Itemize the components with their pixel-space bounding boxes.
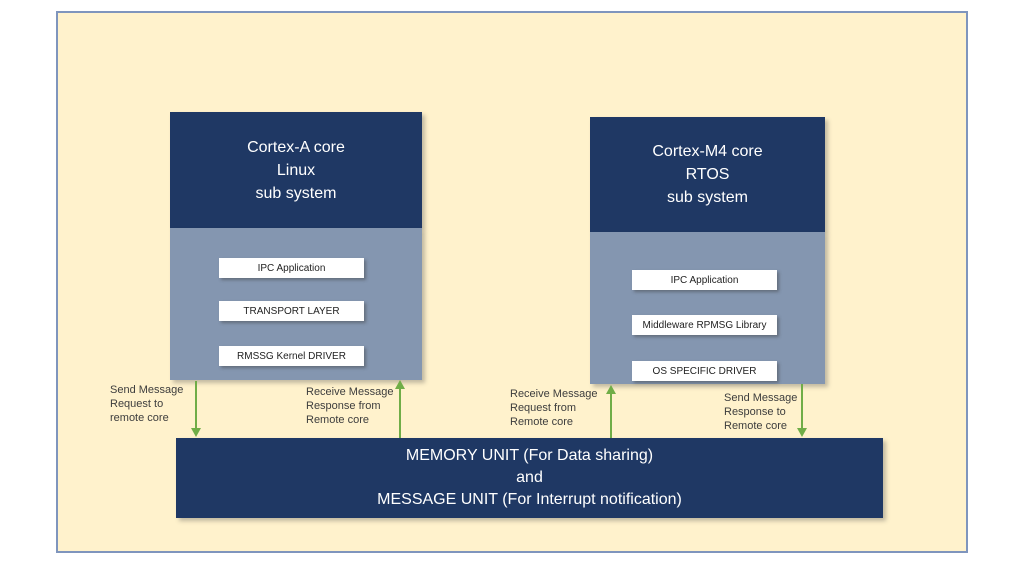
- cortex-a-title-line: sub system: [255, 184, 337, 202]
- label-receive-message-request: Receive Message Request from Remote core: [510, 388, 598, 428]
- layer-box-ipc-application-right: IPC Application: [632, 270, 777, 290]
- layer-box-transport-layer: TRANSPORT LAYER: [219, 301, 364, 321]
- arrow-line: [610, 393, 612, 438]
- memory-unit-line: and: [516, 469, 543, 486]
- cortex-a-title-line: Linux: [276, 161, 316, 179]
- cortex-a-title-line: Cortex-A core: [247, 138, 345, 156]
- layer-box-os-specific-driver: OS SPECIFIC DRIVER: [632, 361, 777, 381]
- cortex-a-header: Cortex-A core Linux sub system: [170, 112, 422, 228]
- memory-message-unit: MEMORY UNIT (For Data sharing) and MESSA…: [176, 438, 883, 518]
- cortex-m4-header: Cortex-M4 core RTOS sub system: [590, 117, 825, 232]
- label-send-message-request: Send Message Request to remote core: [110, 384, 184, 424]
- cortex-m4-title-line: sub system: [667, 189, 748, 206]
- arrow-down-head-icon: [797, 428, 807, 437]
- arrow-receive-response-left: [394, 380, 406, 438]
- label-send-message-response: Send Message Response to Remote core: [724, 392, 798, 432]
- arrow-send-response-right: [796, 384, 808, 437]
- cortex-m4-stack: [590, 232, 825, 384]
- memory-unit-line: MEMORY UNIT (For Data sharing): [405, 447, 654, 464]
- cortex-m4-title-line: Cortex-M4 core: [652, 143, 763, 160]
- layer-box-middleware-rpmsg-library: Middleware RPMSG Library: [632, 315, 777, 335]
- arrow-up-head-icon: [395, 380, 405, 389]
- arrow-send-request-left: [190, 381, 202, 437]
- arrow-line: [801, 384, 803, 429]
- arrow-down-head-icon: [191, 428, 201, 437]
- arrow-up-head-icon: [606, 385, 616, 394]
- layer-box-ipc-application-left: IPC Application: [219, 258, 364, 278]
- layer-box-rmssg-kernel-driver: RMSSG Kernel DRIVER: [219, 346, 364, 366]
- arrow-line: [195, 381, 197, 429]
- cortex-m4-title-line: RTOS: [685, 166, 730, 183]
- arrow-receive-request-right: [605, 385, 617, 438]
- memory-unit-line: MESSAGE UNIT (For Interrupt notification…: [377, 491, 682, 508]
- label-receive-message-response: Receive Message Response from Remote cor…: [306, 386, 394, 426]
- arrow-line: [399, 388, 401, 438]
